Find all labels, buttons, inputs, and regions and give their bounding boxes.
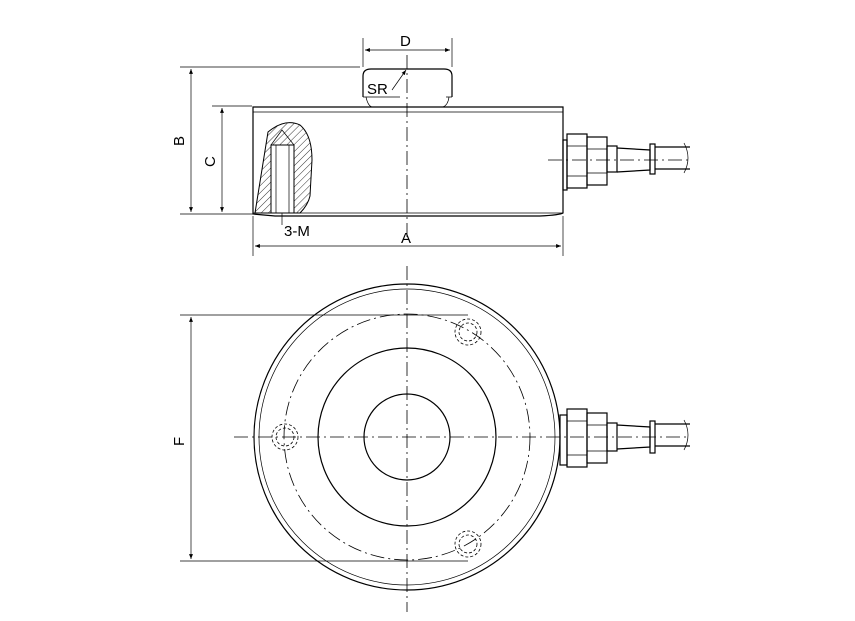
label-a: A: [401, 230, 411, 247]
top-cable-gland: [559, 408, 690, 468]
label-c: C: [202, 156, 219, 167]
load-button-fillet: [365, 96, 450, 108]
side-view: D SR B C 3-M A: [171, 33, 690, 256]
side-cable-gland: [562, 133, 690, 191]
top-view: F: [171, 266, 690, 612]
label-sr: SR: [367, 81, 388, 98]
label-d: D: [400, 33, 411, 50]
load-button: [362, 68, 453, 97]
label-thread: 3-M: [284, 223, 310, 240]
mounting-hole-3: [454, 530, 482, 558]
label-f: F: [171, 437, 188, 446]
dim-sr-leader: [391, 69, 407, 91]
threaded-hole: [270, 144, 295, 214]
mounting-hole-1: [454, 318, 482, 346]
label-b: B: [171, 136, 188, 146]
drill-point: [270, 129, 295, 146]
